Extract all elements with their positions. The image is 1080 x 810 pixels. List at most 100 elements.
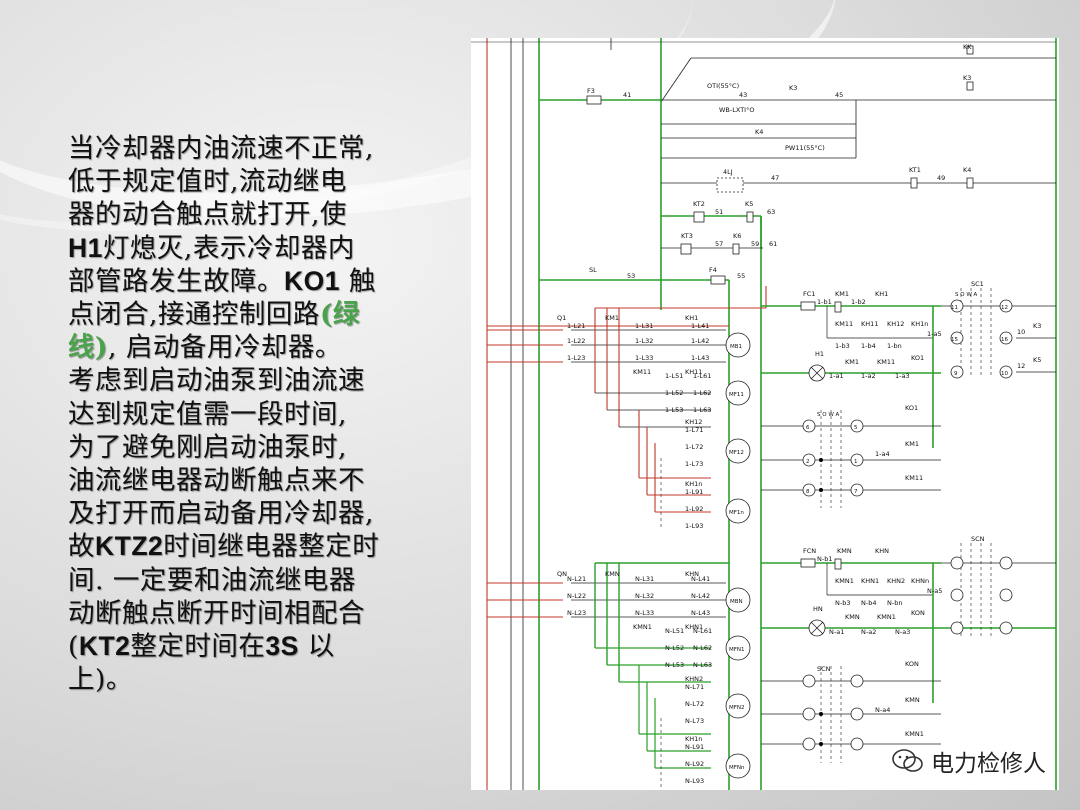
label-1b2: 1-b2 — [851, 298, 866, 306]
label-km11-b: KM11 — [905, 474, 923, 482]
term-6 — [802, 419, 816, 433]
lamp-hn-x2 — [810, 621, 824, 635]
label-53: 53 — [627, 272, 635, 280]
label-1l91: 1-L91 — [685, 488, 703, 496]
termN-16 — [999, 588, 1013, 602]
motor-mf12 — [725, 438, 751, 464]
label-km1: KM1 — [605, 314, 619, 322]
description-text: 当冷却器内油流速不正常, 低于规定值时,流动继电 器的动合触点就打开,使 H1灯… — [68, 132, 423, 696]
text-fragment: ( — [68, 631, 79, 663]
motor-mfn2 — [725, 693, 751, 719]
watermark: 电力检修人 — [891, 744, 1046, 778]
termN-1 — [850, 707, 864, 721]
kt1-coil — [910, 177, 918, 189]
label-kh1-ctrl: KH1 — [875, 290, 888, 298]
label-sc1-sowa: S O W A — [955, 292, 978, 298]
term-8 — [802, 483, 816, 497]
label-khn2-ctrl: KHN2 — [887, 577, 905, 585]
label-kmn-b: KMN — [905, 696, 920, 704]
label-k4-coil: K4 — [963, 166, 971, 174]
kmn-coil — [834, 558, 842, 570]
label-na1: N-a1 — [829, 628, 844, 636]
circuit-diagram: KK K3 F3 41 OTI(55°C) 43 K3 45 WB-LXTI°O… — [471, 38, 1059, 790]
termN-6 — [802, 674, 816, 688]
term-16 — [999, 331, 1013, 345]
green-highlight: (绿 — [319, 299, 360, 331]
t-7: 7 — [854, 489, 858, 495]
watermark-text: 电力检修人 — [931, 751, 1046, 777]
label-fc1: FC1 — [803, 290, 815, 298]
motor-mfnn — [725, 753, 751, 779]
label-mb1: MB1 — [730, 344, 742, 350]
label-w12: 12 — [1017, 362, 1025, 370]
label-kh1n-ctrl: KH1n — [911, 320, 928, 328]
label-mfn1: MFN1 — [729, 647, 745, 653]
label-hn: HN — [813, 605, 823, 613]
label-kmn-h: KMN — [845, 613, 860, 621]
text-line: 器的动合触点就打开,使 — [68, 199, 347, 231]
text-line: 当冷却器内油流速不正常, — [68, 133, 374, 164]
label-43: 43 — [739, 91, 747, 99]
label-nb1: N-b1 — [817, 555, 832, 563]
label-km1-b: KM1 — [905, 440, 919, 448]
label-km11-h: KM11 — [877, 358, 895, 366]
term-1 — [850, 453, 864, 467]
label-1l21: 1-L21 — [567, 322, 585, 330]
termN-12 — [999, 556, 1013, 570]
label-nl53: N-L53 — [665, 661, 684, 669]
label-1l43: 1-L43 — [691, 354, 709, 362]
label-khn-ctrl: KHN — [875, 547, 889, 555]
text-fragment: 整定时间在 — [130, 631, 266, 663]
label-h1: H1 — [815, 350, 824, 358]
label-1a5: 1-a5 — [927, 330, 942, 338]
label-kon-b: KON — [905, 660, 919, 668]
label-kh1: KH1 — [685, 314, 698, 322]
label-kmn-ctrl: KMN — [837, 547, 852, 555]
label-nl33: N-L33 — [635, 609, 654, 617]
label-nb3: N-b3 — [835, 599, 850, 607]
text-line: 油流继电器动断触点来不 — [68, 465, 365, 497]
term-9 — [950, 365, 964, 379]
label-mfnn: MFNn — [729, 765, 745, 771]
label-km11: KM11 — [633, 368, 651, 376]
kk-switch-line — [660, 57, 692, 103]
label-51: 51 — [715, 208, 723, 216]
label-q1: Q1 — [557, 314, 566, 322]
label-1l33: 1-L33 — [635, 354, 653, 362]
label-sl: SL — [589, 266, 597, 274]
label-k4: K4 — [755, 128, 763, 136]
label-55: 55 — [737, 272, 745, 280]
label-nl42: N-L42 — [691, 592, 710, 600]
label-1l71: 1-L71 — [685, 426, 703, 434]
t-12: 12 — [1001, 305, 1008, 311]
label-kmn1-ctrl: KMN1 — [835, 577, 854, 585]
label-nl31: N-L31 — [635, 575, 654, 583]
label-1l62: 1-L62 — [693, 389, 711, 397]
label-k3-top: K3 — [963, 74, 971, 82]
text-line: 故KTZ2时间继电器整定时 — [68, 530, 423, 563]
kt3-box — [680, 243, 692, 255]
term-11 — [950, 299, 964, 313]
k3-top-box — [966, 81, 974, 91]
dot-4 — [819, 742, 823, 746]
green-highlight: 线) — [68, 332, 109, 364]
label-kh1n: KH1n — [685, 480, 702, 488]
label-na3: N-a3 — [895, 628, 910, 636]
label-nl93: N-L93 — [685, 777, 704, 785]
label-1l42: 1-L42 — [691, 337, 709, 345]
label-kk: KK — [963, 43, 972, 51]
wechat-icon — [892, 749, 923, 772]
f3-fuse — [586, 95, 602, 105]
label-57: 57 — [715, 240, 723, 248]
label-nl63: N-L63 — [693, 661, 712, 669]
label-kmn1-h: KMN1 — [877, 613, 896, 621]
label-mfn2: MFN2 — [729, 705, 745, 711]
text-line: 线), 启动备用冷却器。 — [68, 331, 423, 364]
label-45: 45 — [835, 91, 843, 99]
label-k3: K3 — [789, 84, 797, 92]
circuit-svg: KK K3 F3 41 OTI(55°C) 43 K3 45 WB-LXTI°O… — [471, 38, 1057, 790]
label-fcn: FCN — [803, 547, 816, 555]
label-k6: K6 — [733, 232, 741, 240]
text-fragment: 灯熄灭,表示冷却器内 — [102, 232, 355, 264]
label-1l31: 1-L31 — [635, 322, 653, 330]
